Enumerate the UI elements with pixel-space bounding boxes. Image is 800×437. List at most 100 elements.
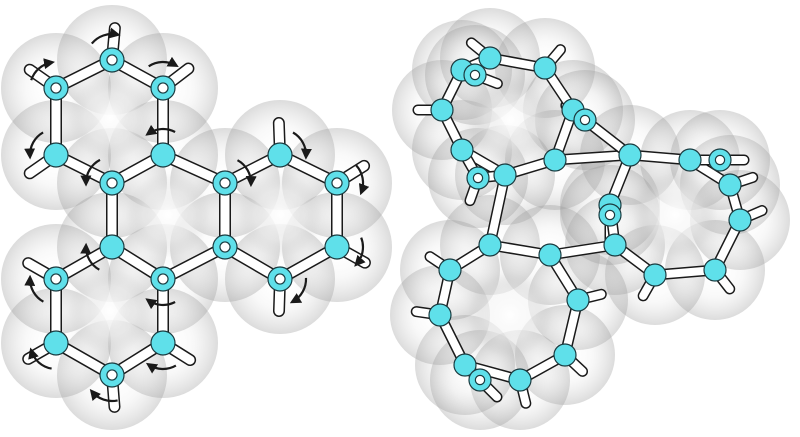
right-atom-hole-26 xyxy=(469,69,481,81)
right-atom-body-23 xyxy=(438,258,462,282)
right-bond-25 xyxy=(484,169,511,251)
ring-glow-layer xyxy=(68,76,717,357)
left-atom-body-14 xyxy=(150,330,176,356)
left-rotation-arrow-13 xyxy=(89,388,118,403)
left-atom-body-12 xyxy=(99,234,125,260)
left-rotation-arrow-6 xyxy=(292,131,312,160)
rotation-arrow-layer xyxy=(24,27,370,403)
right-bond-24-core xyxy=(551,151,634,164)
left-atom-hole-10 xyxy=(274,273,286,285)
left-rotation-arrow-5 xyxy=(236,159,257,188)
right-ring-glow-1 xyxy=(633,173,717,257)
left-atom-11 xyxy=(212,234,238,260)
right-atom-16 xyxy=(478,233,502,257)
right-atom-body-9 xyxy=(678,148,702,172)
left-atom-16 xyxy=(43,330,69,356)
right-atom-body-20 xyxy=(508,368,532,392)
left-atom-12 xyxy=(99,234,125,260)
left-rotation-arrow-16 xyxy=(80,158,101,187)
left-atom-13 xyxy=(150,266,176,292)
left-atom-15 xyxy=(99,362,125,388)
left-rotation-arrow-7 xyxy=(355,164,370,196)
left-rotation-arrow-3 xyxy=(24,131,44,160)
right-atom-body-5 xyxy=(450,138,474,162)
right-atom-hole-24 xyxy=(579,114,591,126)
right-atom-body-10 xyxy=(718,173,742,197)
left-atom-10 xyxy=(267,266,293,292)
left-atom-3 xyxy=(99,170,125,196)
right-ring-glow-2 xyxy=(468,273,552,357)
left-atom-hole-11 xyxy=(219,241,231,253)
left-rotation-arrow-0 xyxy=(90,27,121,45)
right-atom-4 xyxy=(493,163,517,187)
right-atom-17 xyxy=(538,243,562,267)
right-atom-18 xyxy=(566,288,590,312)
atom-layer xyxy=(43,46,752,392)
right-atom-hole-27 xyxy=(714,154,726,166)
right-atom-body-22 xyxy=(428,303,452,327)
left-atom-hole-3 xyxy=(106,177,118,189)
left-atom-hole-5 xyxy=(50,82,62,94)
left-rotation-arrow-9 xyxy=(289,277,308,304)
right-atom-body-16 xyxy=(478,233,502,257)
right-atom-3 xyxy=(543,148,567,172)
left-rotation-arrow-11 xyxy=(145,298,176,310)
right-ring-glow-0 xyxy=(468,78,552,162)
left-ring-glow-0 xyxy=(68,76,152,160)
right-atom-26 xyxy=(463,63,487,87)
right-atom-body-14 xyxy=(603,233,627,257)
left-atom-hole-8 xyxy=(331,177,343,189)
left-rotation-arrow-1 xyxy=(148,56,179,68)
left-atom-hole-0 xyxy=(106,54,118,66)
left-atom-body-4 xyxy=(43,142,69,168)
left-atom-7 xyxy=(267,142,293,168)
left-ring-glow-2 xyxy=(68,269,152,353)
right-atom-22 xyxy=(428,303,452,327)
right-bond-24 xyxy=(549,149,636,166)
right-atom-body-8 xyxy=(618,143,642,167)
right-atom-6 xyxy=(430,98,454,122)
left-atom-14 xyxy=(150,330,176,356)
right-atom-9 xyxy=(678,148,702,172)
right-atom-1 xyxy=(533,56,557,80)
left-atom-hole-6 xyxy=(219,177,231,189)
right-atom-14 xyxy=(603,233,627,257)
right-atom-body-18 xyxy=(566,288,590,312)
right-atom-23 xyxy=(438,258,462,282)
left-atom-body-2 xyxy=(150,142,176,168)
left-atom-body-7 xyxy=(267,142,293,168)
right-atom-body-11 xyxy=(728,208,752,232)
right-atom-19 xyxy=(553,343,577,367)
left-atom-8 xyxy=(324,170,350,196)
right-atom-body-6 xyxy=(430,98,454,122)
left-rotation-arrow-12 xyxy=(145,362,177,374)
left-atom-hole-17 xyxy=(50,273,62,285)
right-atom-13 xyxy=(643,263,667,287)
left-rotation-arrow-10 xyxy=(80,242,100,271)
left-rotation-arrow-2 xyxy=(145,124,176,136)
right-atom-25 xyxy=(466,166,490,190)
left-atom-1 xyxy=(150,75,176,101)
right-atom-body-4 xyxy=(493,163,517,187)
right-atom-24 xyxy=(573,108,597,132)
left-ring-glow-3 xyxy=(126,173,210,257)
right-atom-body-0 xyxy=(478,46,502,70)
right-atom-8 xyxy=(618,143,642,167)
right-atom-body-3 xyxy=(543,148,567,172)
right-atom-21 xyxy=(453,353,477,377)
left-ring-glow-1 xyxy=(238,173,322,257)
right-atom-29 xyxy=(468,368,492,392)
right-atom-body-17 xyxy=(538,243,562,267)
right-atom-hole-29 xyxy=(474,374,486,386)
left-rotation-arrow-4 xyxy=(30,58,55,81)
right-atom-5 xyxy=(450,138,474,162)
right-atom-27 xyxy=(708,148,732,172)
left-atom-hole-1 xyxy=(157,82,169,94)
right-bond-25-core xyxy=(486,171,509,249)
right-atom-hole-28 xyxy=(604,209,616,221)
right-atom-28 xyxy=(598,203,622,227)
right-atom-20 xyxy=(508,368,532,392)
right-atom-12 xyxy=(703,258,727,282)
